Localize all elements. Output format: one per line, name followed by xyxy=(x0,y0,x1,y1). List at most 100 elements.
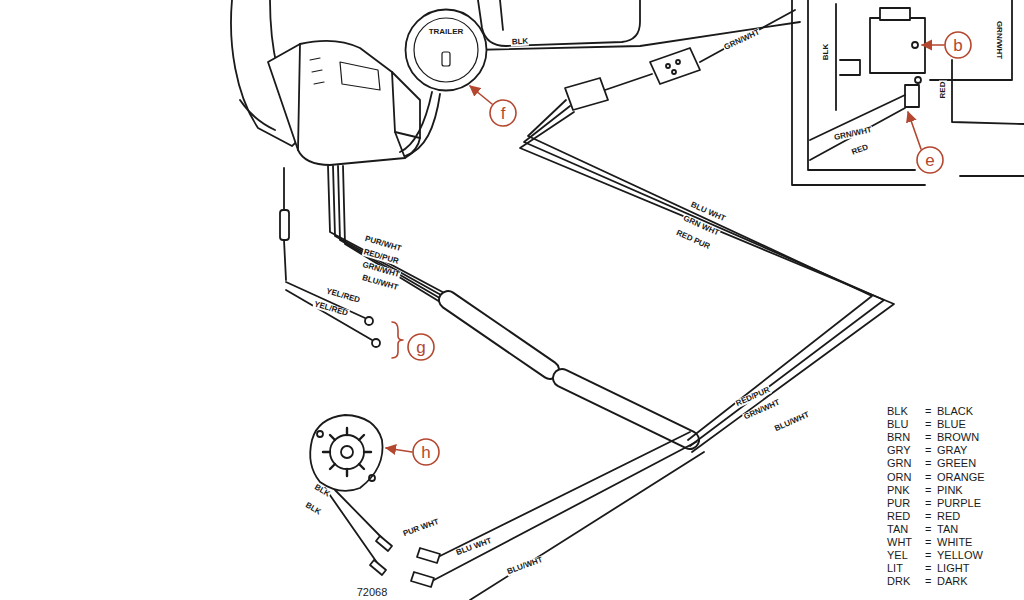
control-harness-wire xyxy=(328,166,450,308)
trim-lead xyxy=(283,168,285,210)
relay-panel xyxy=(960,175,1024,177)
color-code-cell: ORANGE xyxy=(937,471,985,482)
switch-outline xyxy=(404,8,488,92)
stator-wire xyxy=(470,452,704,600)
junction-box xyxy=(650,48,700,84)
remote-control xyxy=(298,44,300,150)
wire-color-label: GRN/WHT xyxy=(722,28,762,52)
wire-color-label: RED xyxy=(939,81,947,100)
part-number: 72068 xyxy=(357,587,388,598)
switch-bezel xyxy=(406,10,487,91)
relay-panel xyxy=(915,77,921,83)
color-code-cell: TAN xyxy=(937,523,958,534)
junction-box xyxy=(666,64,670,68)
trim-lead xyxy=(280,168,380,347)
harness-sleeve xyxy=(562,378,690,440)
trailer-switch-wire xyxy=(405,94,440,156)
wire-color-label: GRN/WHT xyxy=(995,20,1003,60)
stator xyxy=(317,431,323,437)
callout-letter: h xyxy=(421,444,430,461)
stator-wire xyxy=(325,432,704,600)
callout-marker xyxy=(408,334,434,360)
stator-wire xyxy=(370,560,386,575)
relay-panel xyxy=(792,0,925,185)
drawing-part xyxy=(231,0,1024,600)
color-code-cell: YELLOW xyxy=(937,550,983,561)
junction-box xyxy=(605,74,652,90)
junction-box xyxy=(500,0,503,30)
stator xyxy=(341,446,353,458)
color-code-cell: WHT xyxy=(887,537,912,548)
wire-color-label: BLK xyxy=(303,501,323,517)
color-code-cell: BROWN xyxy=(937,432,979,443)
callout-letter: b xyxy=(953,37,962,54)
color-code-cell: = xyxy=(925,497,931,508)
stator-wire xyxy=(376,536,392,551)
relay-panel xyxy=(810,108,905,160)
trailer-switch-wire xyxy=(400,92,440,156)
wire-color-label: PUR WHT xyxy=(401,518,441,539)
trim-lead xyxy=(365,317,373,325)
wire-color-label: YEL/RED xyxy=(312,300,349,318)
switch-rocker xyxy=(442,52,450,66)
color-code-cell: = xyxy=(925,537,931,548)
color-code-cell: DARK xyxy=(937,576,968,587)
wire-color-label: BLK xyxy=(312,483,332,499)
junction-box xyxy=(478,0,640,46)
junction-box xyxy=(672,70,676,74)
wire-color-label: BLU/WHT xyxy=(773,410,812,433)
color-code-cell: = xyxy=(925,484,931,495)
junction-box xyxy=(470,0,800,110)
color-code-cell: BRN xyxy=(887,432,910,443)
color-code-cell: TAN xyxy=(887,523,908,534)
color-code-cell: = xyxy=(925,550,931,561)
callout-marker xyxy=(922,44,944,46)
color-code-cell: ORN xyxy=(887,471,911,482)
color-code-cell: GREEN xyxy=(937,458,976,469)
main-harness-wire xyxy=(528,100,872,440)
stator-wire xyxy=(325,488,378,564)
remote-control xyxy=(268,41,420,165)
color-code-cell: YEL xyxy=(887,550,908,561)
stator xyxy=(310,415,382,491)
remote-control xyxy=(395,132,405,158)
color-code-cell: BLU xyxy=(887,419,908,430)
relay-panel xyxy=(792,0,1024,185)
stator xyxy=(323,428,371,476)
wire-color-label: RED xyxy=(850,143,870,157)
color-code-cell: PNK xyxy=(887,484,910,495)
stator xyxy=(310,415,382,491)
junction-box xyxy=(565,78,608,110)
color-code-cell: WHITE xyxy=(937,537,972,548)
relay-panel xyxy=(912,42,918,48)
color-code-cell: GRN xyxy=(887,458,911,469)
color-code-cell: LIT xyxy=(887,563,903,574)
control-harness-wire xyxy=(338,166,450,304)
wire-color-label: YEL/RED xyxy=(324,287,361,305)
trailer-switch-wire xyxy=(400,92,432,152)
color-code-cell: = xyxy=(925,445,931,456)
wire-color-label: BLK xyxy=(511,38,530,47)
color-code-cell: = xyxy=(925,406,931,417)
trim-lead xyxy=(372,339,380,347)
wire-color-label: BLU WHT xyxy=(454,537,493,558)
main-harness-wire xyxy=(524,106,884,446)
color-code-cell: BLK xyxy=(887,406,908,417)
remote-control xyxy=(240,100,275,130)
relay-panel xyxy=(870,18,925,73)
color-code-cell: GRAY xyxy=(937,445,967,456)
color-code-cell: PINK xyxy=(937,484,963,495)
callout-marker xyxy=(945,32,971,58)
switch-label: TRAILER xyxy=(429,28,464,36)
relay-panel xyxy=(905,85,919,107)
control-harness-wire xyxy=(333,166,450,300)
harness-sleeve xyxy=(448,300,550,370)
callout-marker xyxy=(386,32,971,465)
wire-color-label: BLK xyxy=(822,43,830,61)
relay-panel xyxy=(840,60,860,75)
control-harness-wire xyxy=(328,166,450,296)
color-code-cell: = xyxy=(925,458,931,469)
